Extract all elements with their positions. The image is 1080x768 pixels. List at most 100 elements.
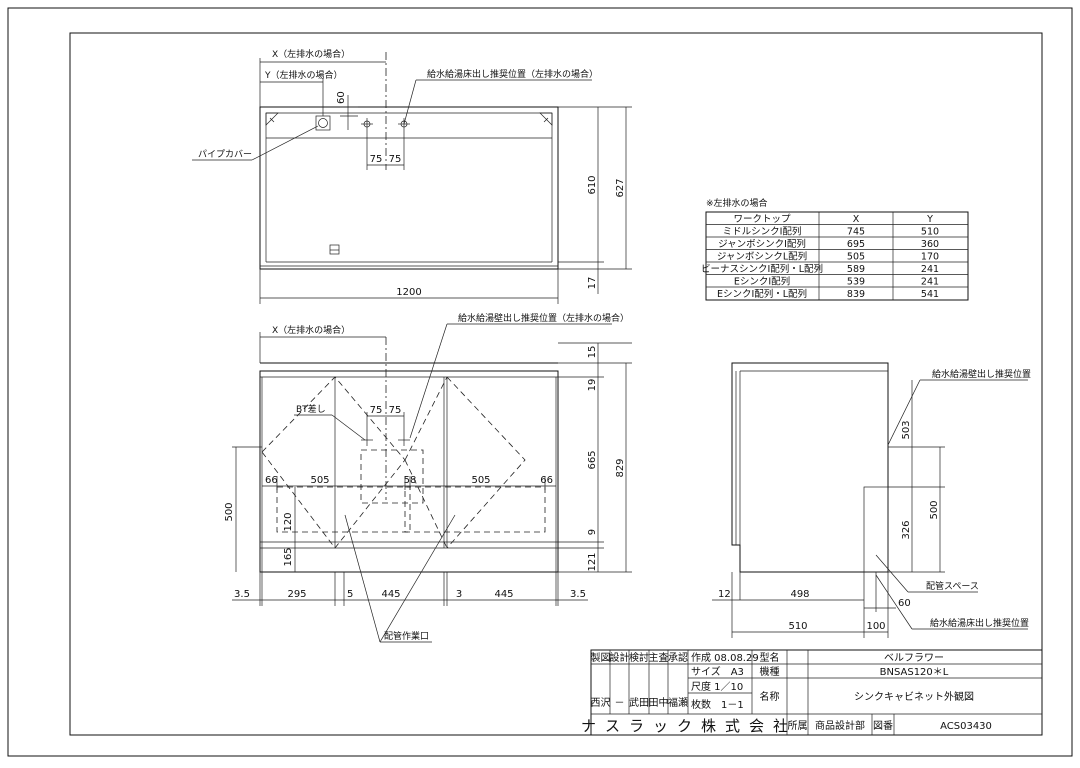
- tb-n-seizu: 西沢: [591, 696, 611, 709]
- top-dim-610: 610: [587, 175, 598, 194]
- side-dim-326: 326: [901, 520, 912, 539]
- top-dim-1200: 1200: [396, 287, 421, 298]
- side-dim-498: 498: [790, 589, 809, 600]
- front-view: 75 75 X（左排水の場合） 給水給湯壁出し推奨位置（左排水の場合） BT差し…: [224, 312, 632, 643]
- table-cell: ビーナスシンクⅠ配列・L配列: [701, 263, 823, 275]
- top-view: 75 75 60 X（左排水の場合） Y（左排水の場合） 給水給湯床出し推奨位置…: [192, 48, 632, 304]
- tb-h-sekkei: 設計: [610, 651, 630, 664]
- pipe-cover-label: パイプカバー: [198, 149, 252, 160]
- front-dim-665: 665: [587, 450, 598, 469]
- table-cell: 360: [921, 239, 939, 250]
- front-dim-9: 9: [587, 529, 598, 535]
- front-dim-x: X（左排水の場合）: [272, 324, 350, 336]
- piping-space: [863, 486, 889, 573]
- table-cell: 541: [921, 289, 939, 300]
- tb-size: サイズ A3: [691, 665, 744, 678]
- tb-h-shonin: 承認: [668, 651, 688, 664]
- pipe-cover-circle: [318, 118, 328, 128]
- front-dim-121: 121: [587, 552, 598, 571]
- side-dim-510: 510: [788, 621, 807, 632]
- side-dim-60: 60: [898, 598, 911, 609]
- front-dim-66a: 66: [265, 475, 278, 486]
- table-cell: 170: [921, 252, 939, 263]
- bt-label: BT差し: [296, 403, 326, 415]
- front-dim-75a: 75: [370, 405, 383, 416]
- outer-border: [7, 7, 1073, 757]
- drain-table: ※左排水の場合 ワークトップ X Y ミドルシンクⅠ配列 745 510 ジャン…: [701, 197, 969, 301]
- table-cell: 589: [847, 264, 865, 275]
- piping-space-label: 配管スペース: [926, 580, 979, 592]
- tb-sheets: 枚数 1－1: [691, 698, 744, 711]
- table-cell: 839: [847, 289, 865, 300]
- table-cell: ジャンボシンクL配列: [717, 251, 807, 263]
- side-dim-500: 500: [929, 500, 940, 519]
- front-bot-5: 5: [347, 589, 353, 600]
- top-view-body: [259, 106, 559, 270]
- front-supply-note: 給水給湯壁出し推奨位置（左排水の場合）: [458, 312, 629, 324]
- side-view-body: [731, 362, 889, 573]
- tb-val-meisho: シンクキャビネット外観図: [854, 690, 974, 703]
- inner-border: [69, 32, 1043, 736]
- top-dim-60: 60: [336, 91, 347, 104]
- tb-h-seizu: 製図: [591, 651, 611, 664]
- table-header-y: Y: [926, 214, 933, 225]
- top-dim-x: X（左排水の場合）: [272, 48, 350, 60]
- front-bot-295: 295: [287, 589, 306, 600]
- tb-lbl-meisho: 名称: [760, 690, 780, 703]
- top-dim-627: 627: [615, 178, 626, 197]
- tb-val-kishu: BNSAS120＊L: [880, 667, 949, 678]
- front-bot-445a: 445: [381, 589, 400, 600]
- front-dim-505b: 505: [471, 475, 490, 486]
- top-dim-17: 17: [587, 277, 598, 290]
- pipe-cover-box: [315, 115, 331, 131]
- table-title: ※左排水の場合: [706, 197, 768, 209]
- front-bot-35b: 3.5: [570, 589, 586, 600]
- table-cell: 505: [847, 252, 865, 263]
- table-cell: ジャンボシンクⅠ配列: [718, 238, 806, 250]
- table-cell: EシンクⅠ配列・L配列: [717, 288, 807, 300]
- side-view: 503 326 500 給水給湯壁出し推奨位置 配管スペース 給水給湯床出し推奨…: [712, 362, 1031, 638]
- front-bot-35a: 3.5: [234, 589, 250, 600]
- top-dim-75a: 75: [370, 154, 383, 165]
- side-dim-12: 12: [718, 589, 731, 600]
- side-floor-note: 給水給湯床出し推奨位置: [930, 617, 1029, 629]
- title-block: 製図 設計 検討 主査 承認 西沢 － 武田 田中 福瀬 作成 08.08.29…: [581, 649, 1043, 736]
- table-cell: 539: [847, 277, 865, 288]
- front-bot-445b: 445: [494, 589, 513, 600]
- tb-h-kento: 検討: [629, 651, 649, 664]
- tb-lbl-katamei: 型名: [760, 651, 780, 664]
- tb-val-zuban: ACS03430: [940, 721, 992, 732]
- tb-n-shonin: 福瀬: [668, 696, 688, 709]
- tb-val-shozoku: 商品設計部: [815, 719, 865, 732]
- table-cell: 241: [921, 264, 939, 275]
- tb-n-shusa: 田中: [649, 696, 669, 709]
- table-cell: EシンクⅠ配列: [734, 276, 790, 288]
- tb-lbl-shozoku: 所属: [788, 720, 808, 732]
- front-dim-165: 165: [283, 547, 294, 566]
- table-cell: 695: [847, 239, 865, 250]
- front-dim-75b: 75: [389, 405, 402, 416]
- front-view-body: [259, 370, 559, 573]
- top-dim-y: Y（左排水の場合）: [264, 69, 343, 81]
- front-dim-500: 500: [224, 502, 235, 521]
- front-dim-66b: 66: [540, 475, 553, 486]
- work-opening-label: 配管作業口: [384, 630, 429, 642]
- tb-n-kento: 武田: [629, 696, 649, 709]
- tb-val-katamei: ベルフラワー: [884, 652, 944, 664]
- tb-lbl-zuban: 図番: [873, 720, 893, 732]
- tb-company: ナスラック株式会社: [581, 717, 797, 735]
- front-dim-15: 15: [587, 346, 598, 359]
- top-dim-75b: 75: [389, 154, 402, 165]
- table-cell: ミドルシンクⅠ配列: [723, 226, 802, 238]
- tb-n-sekkei: －: [615, 698, 625, 709]
- front-dim-19: 19: [587, 379, 598, 392]
- front-dim-829: 829: [615, 458, 626, 477]
- top-supply-note: 給水給湯床出し推奨位置（左排水の場合）: [427, 68, 598, 80]
- table-cell: 745: [847, 227, 865, 238]
- table-header-x: X: [853, 214, 860, 225]
- side-supply-note: 給水給湯壁出し推奨位置: [932, 368, 1031, 380]
- front-dim-120: 120: [283, 512, 294, 531]
- front-bot-3: 3: [456, 589, 462, 600]
